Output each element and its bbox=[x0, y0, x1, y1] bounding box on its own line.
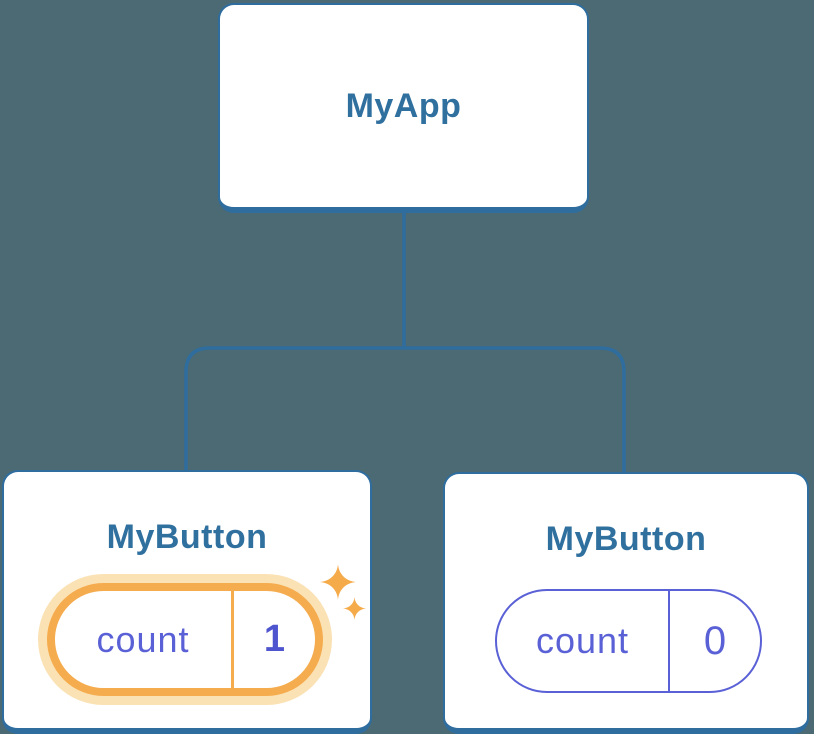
state-value: 0 bbox=[668, 591, 760, 691]
state-name: count bbox=[96, 618, 190, 660]
sparkle-icon bbox=[320, 564, 356, 600]
node-mybutton-inactive: MyButton count 0 bbox=[443, 472, 809, 734]
sparkle-icon bbox=[343, 597, 366, 620]
node-mybutton-active-label: MyButton bbox=[106, 518, 268, 556]
state-value: 1 bbox=[231, 591, 315, 688]
node-mybutton-active: MyButton count 1 bbox=[2, 470, 372, 734]
state-name: count bbox=[535, 620, 630, 661]
state-pill-inactive: count 0 bbox=[495, 589, 762, 693]
state-pill-active: count 1 bbox=[47, 583, 323, 696]
node-myapp: MyApp bbox=[218, 3, 589, 213]
node-myapp-label: MyApp bbox=[345, 86, 462, 125]
node-mybutton-inactive-label: MyButton bbox=[545, 520, 707, 558]
